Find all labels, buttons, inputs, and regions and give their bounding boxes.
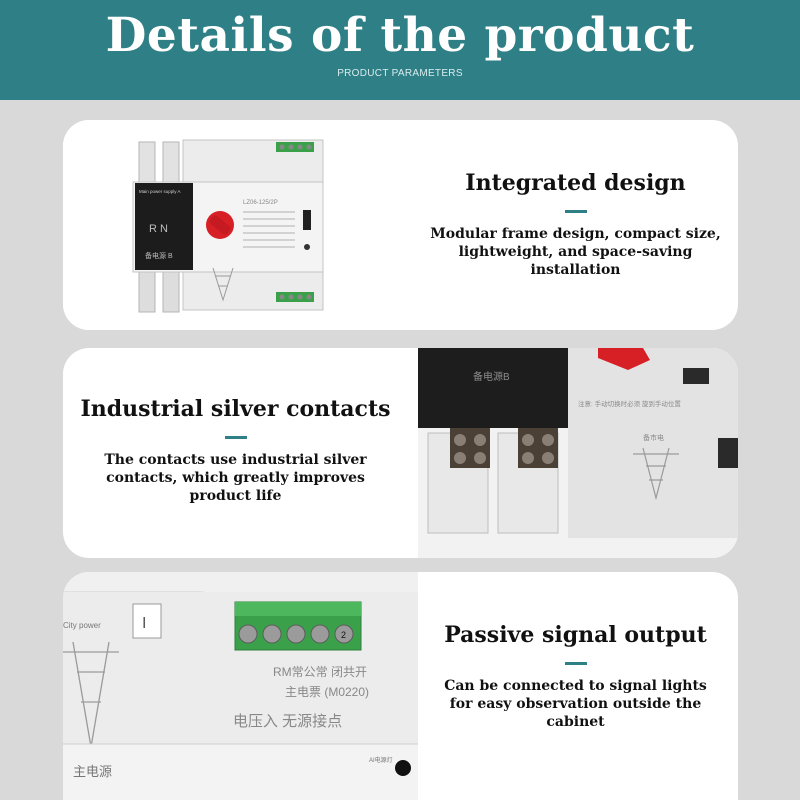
feature-title: Passive signal output	[444, 622, 707, 648]
product-photo-contacts: 备电源B 注意: 手动切换时必须 旋到手动位置 备市电	[418, 348, 738, 558]
page-subtitle: PRODUCT PARAMETERS	[337, 68, 463, 79]
description-line: The contacts use industrial silver	[104, 452, 367, 468]
indicator-light-icon	[395, 760, 411, 776]
description-line: Can be connected to signal lights	[444, 678, 707, 694]
rm-label: RM常公常 闭共开	[273, 665, 367, 679]
feature-card-silver-contacts: Industrial silver contacts The contacts …	[63, 348, 738, 558]
voltage-label: 电压入 无源接点	[233, 713, 342, 730]
ai-light-label: AI电源灯	[369, 756, 393, 764]
description-line: product life	[189, 488, 282, 504]
panel-text: Main power supply A	[139, 189, 181, 194]
city-power-label: City power	[63, 621, 101, 630]
notice-text: 注意: 手动切换时必须 旋到手动位置	[578, 399, 681, 408]
power-tower-icon	[633, 447, 679, 501]
feature-text-silver-contacts: Industrial silver contacts The contacts …	[63, 396, 408, 505]
spec-lines	[243, 211, 295, 248]
description-line: Modular frame design, compact size,	[430, 226, 721, 242]
header-banner: Details of the product PRODUCT PARAMETER…	[0, 0, 800, 100]
green-terminal-block-top-icon	[276, 142, 314, 152]
description-line: cabinet	[546, 714, 605, 730]
product-photo-signal: I City power 2 RM常公常 闭共开 主电票 (M0220) 电压入…	[63, 572, 418, 800]
description-line: installation	[530, 262, 621, 278]
description-line: for easy observation outside the	[449, 696, 702, 712]
feature-card-integrated-design: Main power supply A R N 备电源 B LZ06-125/2…	[63, 120, 738, 330]
model-number: LZ06-125/2P	[243, 200, 278, 206]
city-label: 备市电	[643, 433, 664, 442]
terminal-number: 2	[341, 630, 346, 640]
silver-contact-terminal-icon	[427, 428, 559, 534]
red-rotary-knob-icon	[598, 348, 650, 370]
red-rotary-knob-icon	[206, 211, 234, 239]
feature-text-passive-signal: Passive signal output Can be connected t…	[413, 622, 738, 731]
product-photo-front: Main power supply A R N 备电源 B LZ06-125/2…	[63, 120, 413, 330]
feature-description: The contacts use industrial silver conta…	[63, 451, 408, 505]
accent-bar	[224, 436, 247, 439]
indicator-slot	[303, 210, 311, 230]
power-tower-icon	[212, 267, 234, 302]
roman-numeral-label: I	[142, 615, 146, 632]
description-line: contacts, which greatly improves	[106, 470, 365, 486]
green-terminal-block-icon: 2	[234, 601, 362, 651]
accent-bar	[564, 210, 587, 213]
backup-label: 备电源B	[473, 370, 510, 383]
description-line: lightweight, and space-saving	[458, 244, 693, 260]
accent-bar	[564, 662, 587, 665]
feature-card-passive-signal: I City power 2 RM常公常 闭共开 主电票 (M0220) 电压入…	[63, 572, 738, 800]
feature-text-integrated-design: Integrated design Modular frame design, …	[413, 170, 738, 279]
feature-title: Industrial silver contacts	[80, 396, 391, 422]
backup-label: 备电源 B	[145, 251, 173, 260]
feature-description: Can be connected to signal lights for ea…	[413, 677, 738, 731]
page-title: Details of the product	[105, 8, 695, 63]
panel-letters: R N	[149, 223, 168, 235]
feature-description: Modular frame design, compact size, ligh…	[413, 225, 738, 279]
main-source-label: 主电源	[73, 764, 112, 779]
main-ticket-label: 主电票 (M0220)	[285, 685, 369, 699]
green-terminal-block-bottom-icon	[276, 292, 314, 302]
feature-title: Integrated design	[465, 170, 686, 196]
